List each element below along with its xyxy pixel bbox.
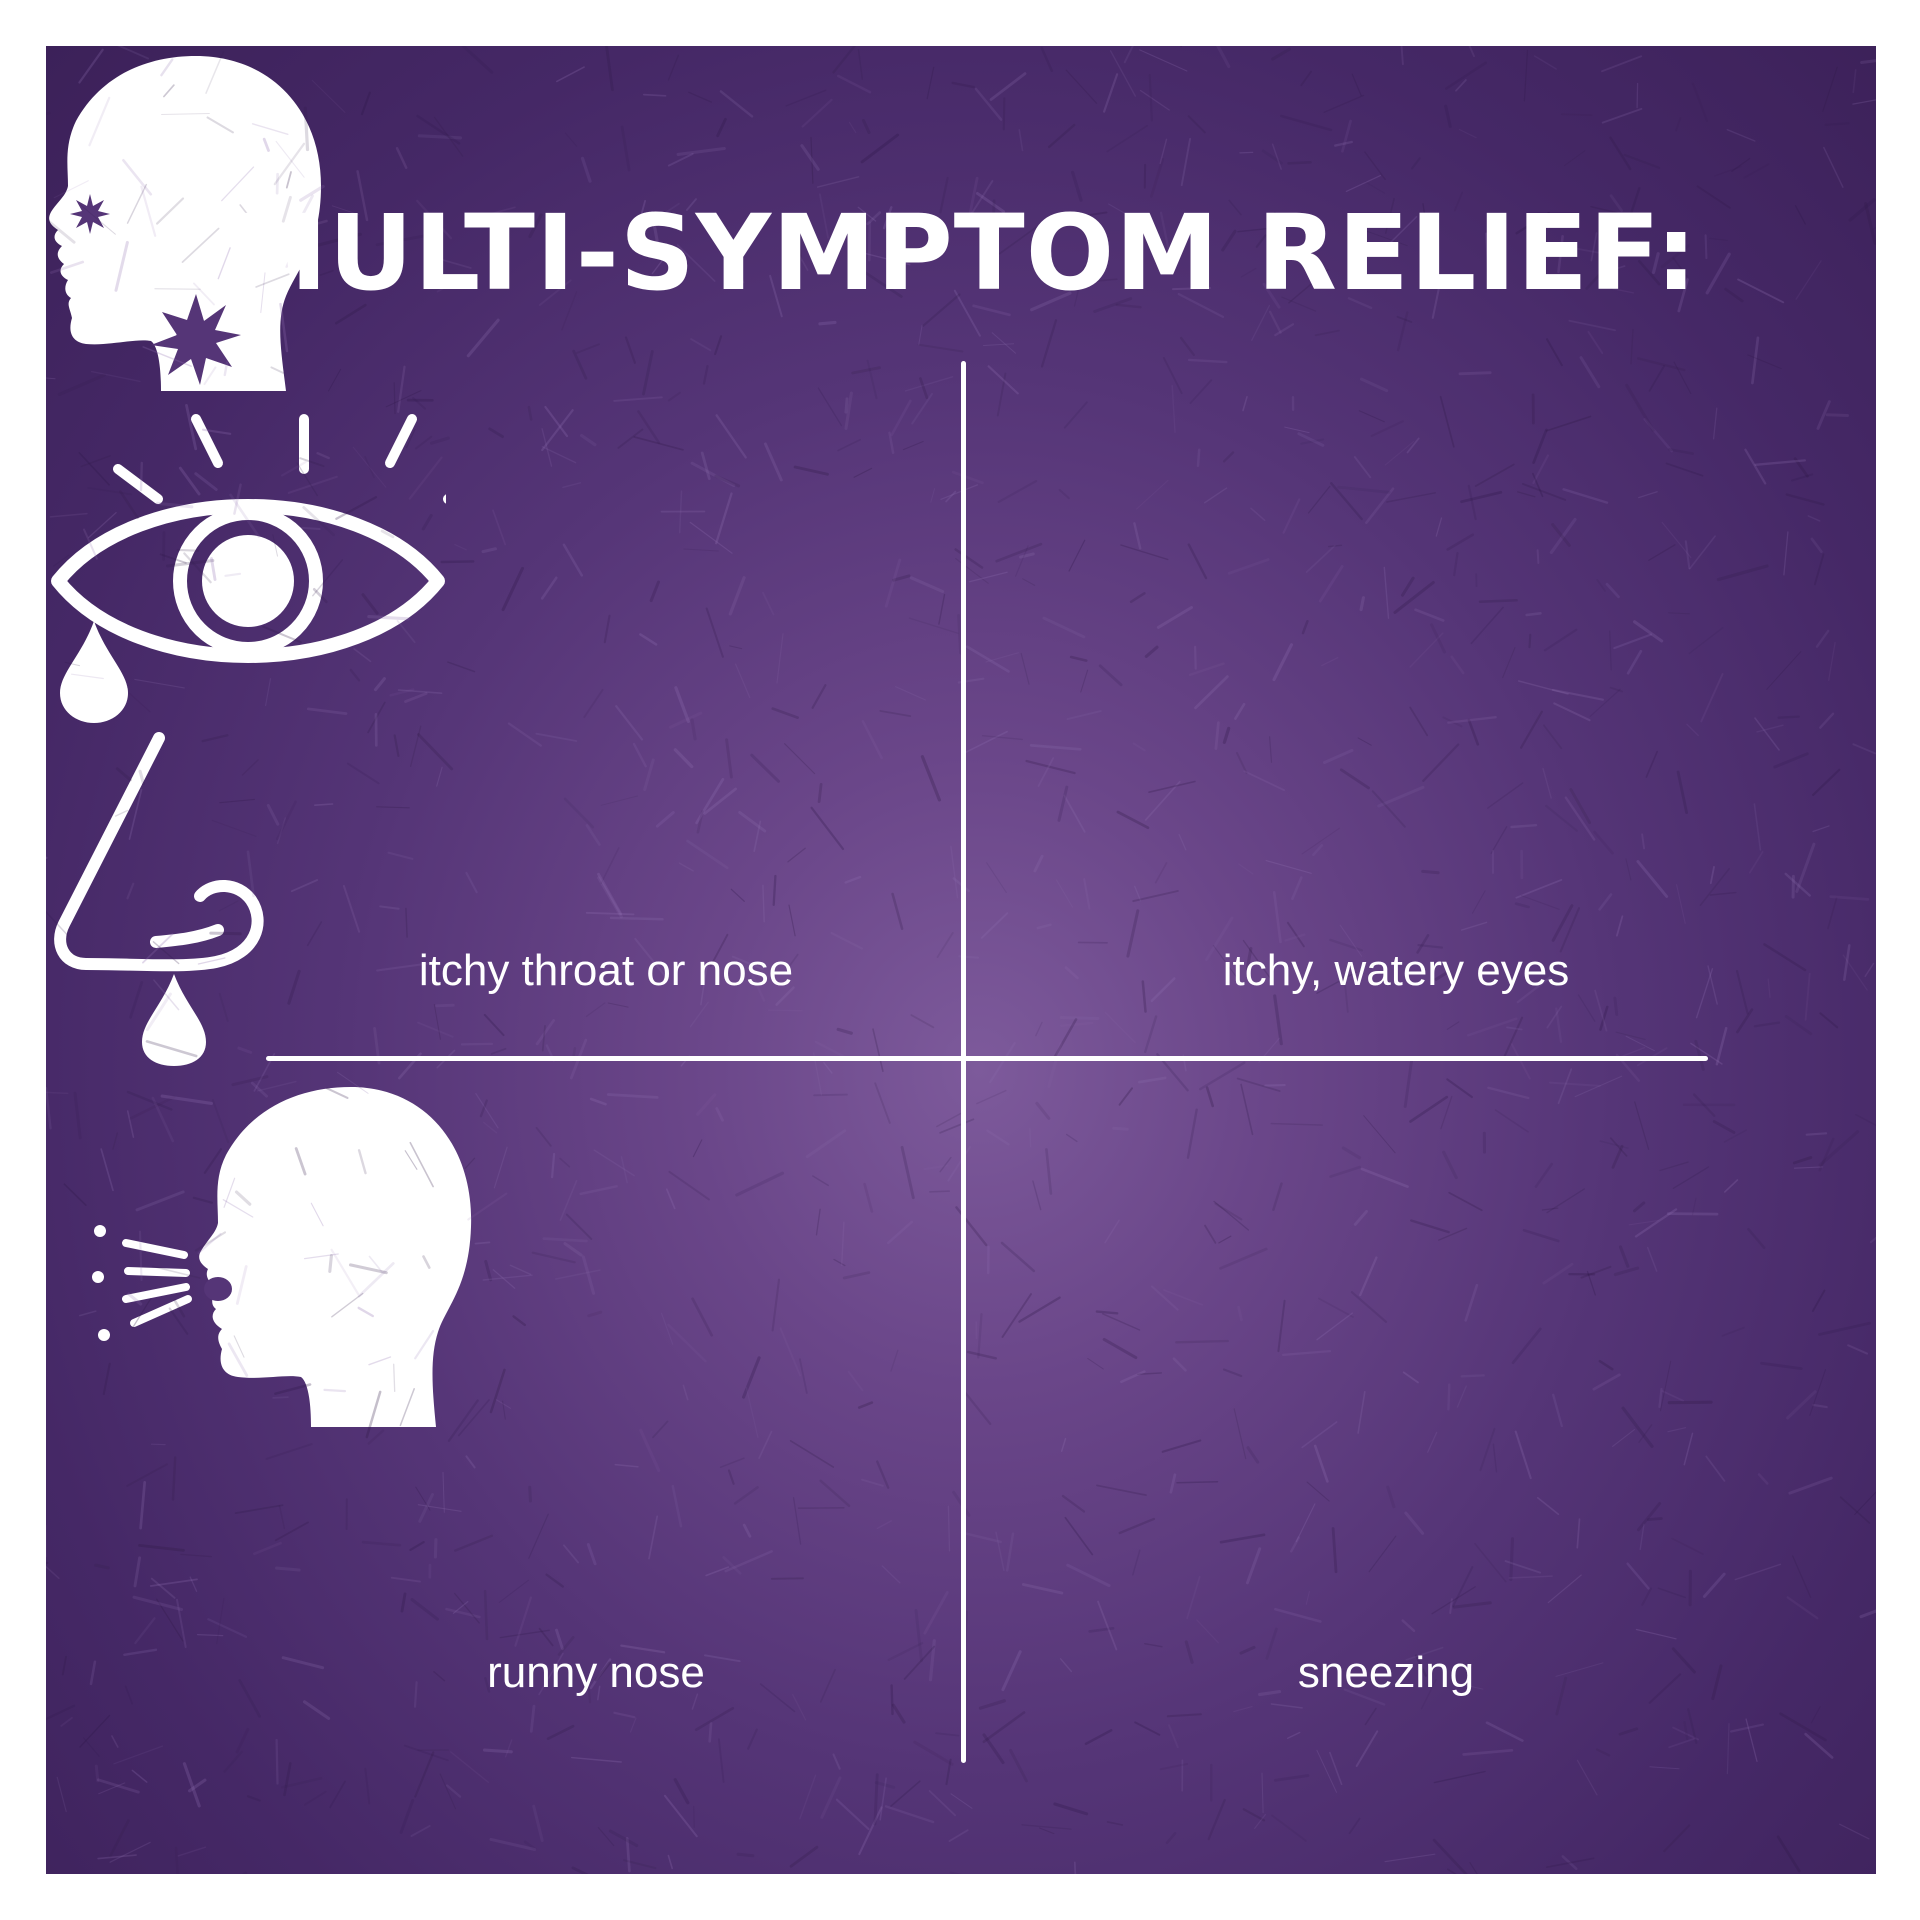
head-itch-icon [49, 56, 321, 391]
infographic-panel: MULTI-SYMPTOM RELIEF: itchy throat or no… [46, 46, 1876, 1874]
grass-texture-background [46, 46, 1876, 1874]
watery-eye-icon [51, 414, 493, 723]
page-title: MULTI-SYMPTOM RELIEF: [224, 192, 1698, 314]
horizontal-divider [266, 1056, 1708, 1061]
symptom-cell-watery-eyes: itchy, watery eyes [46, 411, 1876, 993]
symptom-label: itchy throat or nose [418, 946, 794, 995]
symptom-cell-sneezing: sneezing [46, 1077, 1876, 1695]
runny-nose-icon [54, 732, 264, 1066]
symptom-cell-runny-nose: runny nose [46, 732, 1876, 1695]
symptom-label: runny nose [487, 1648, 705, 1697]
symptom-label: sneezing [1297, 1648, 1475, 1697]
symptom-cell-itchy-throat: itchy throat or nose [46, 46, 1876, 993]
sneezing-head-icon [92, 1087, 472, 1427]
vertical-divider [961, 361, 966, 1763]
symptom-label: itchy, watery eyes [1222, 946, 1570, 995]
